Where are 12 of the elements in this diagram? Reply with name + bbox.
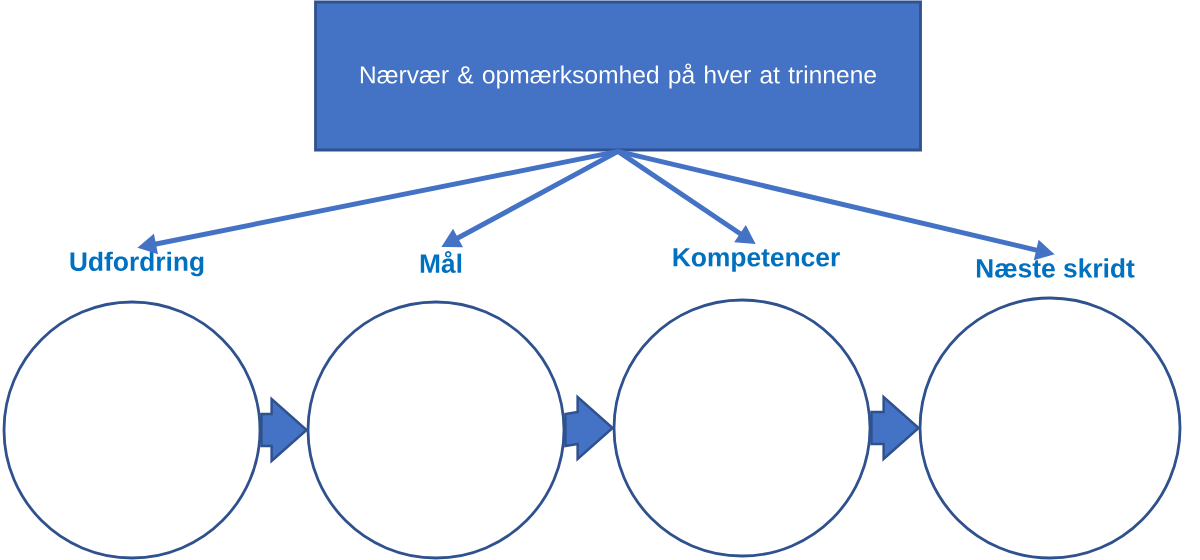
block-arrow (870, 394, 921, 462)
block-arrow (260, 396, 309, 464)
circle (612, 298, 872, 558)
step-label: Kompetencer (673, 248, 840, 272)
circle (918, 296, 1182, 560)
step-label: Næste skridt (976, 258, 1135, 278)
step-label: Udfordring (70, 251, 204, 277)
circle (2, 300, 262, 560)
title-box: Nærvær & opmærksomhed på hver at trinnene (314, 0, 922, 152)
circle (306, 300, 566, 560)
step-label: Mål (420, 251, 462, 273)
block-arrow (564, 394, 615, 462)
